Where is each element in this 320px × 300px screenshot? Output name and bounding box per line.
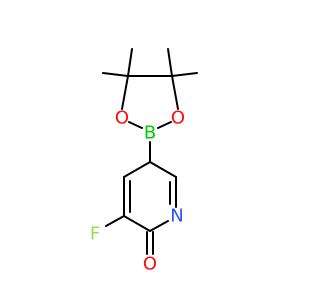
bond-methyl-1 — [102, 72, 129, 77]
molecule-diagram: B O O N F O — [89, 48, 198, 275]
bond-c2-c3 — [123, 215, 151, 232]
bond-c5-c6 — [149, 161, 177, 178]
bond-c4-c5 — [123, 161, 151, 178]
bond-methyl-4 — [171, 72, 198, 77]
bond-n-c2 — [149, 220, 169, 232]
bond-c-o-right — [171, 75, 179, 110]
bond-o-b-left — [128, 121, 143, 129]
bond-c3-f — [105, 215, 125, 227]
bond-methyl-3 — [167, 48, 173, 77]
atom-fluorine: F — [90, 224, 100, 245]
atom-oxygen-right: O — [171, 108, 185, 129]
bond-c-o-left — [121, 75, 129, 110]
atom-boron: B — [144, 123, 156, 144]
atom-oxygen-left: O — [115, 108, 129, 129]
molecule-structure: B O O N F O — [90, 48, 198, 275]
atom-nitrogen: N — [170, 206, 183, 227]
bond-methyl-2 — [127, 48, 133, 77]
bond-o-b-right — [157, 121, 172, 129]
atom-oxygen-carbonyl: O — [143, 254, 157, 275]
